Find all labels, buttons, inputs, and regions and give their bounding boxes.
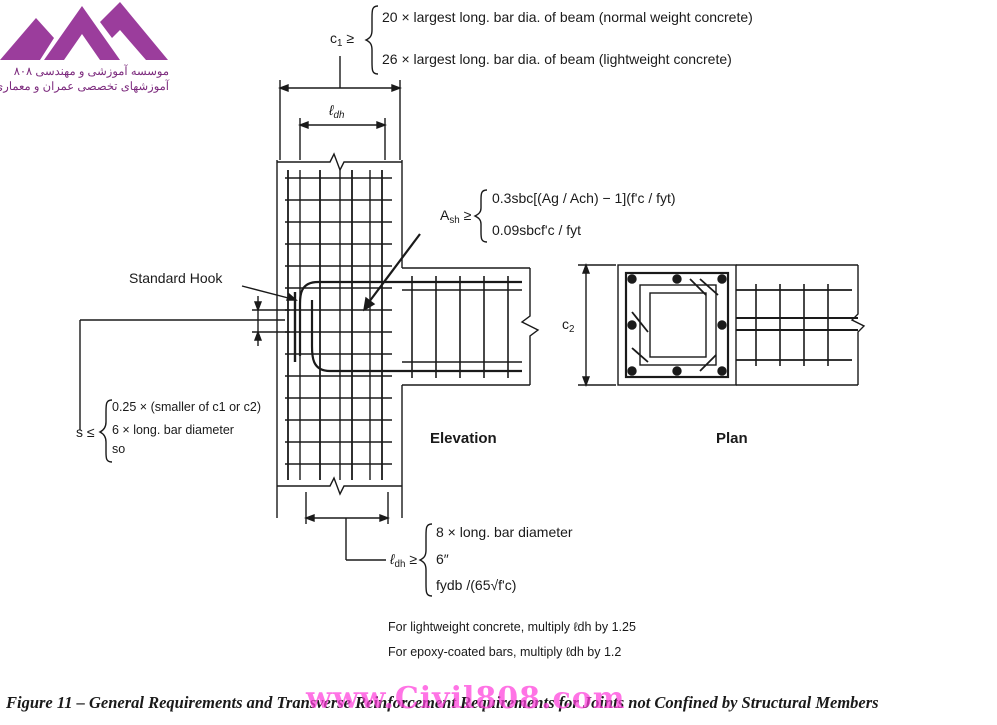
- ldh-requirement-line3: fydb /(65√f'c): [436, 577, 517, 593]
- s-requirement-line1: 0.25 × (smaller of c1 or c2): [112, 400, 262, 414]
- standard-hook-leader: [241, 285, 298, 301]
- ldh-bottom-symbol-sub: dh: [394, 558, 406, 570]
- c1-dimension: [278, 5, 402, 160]
- s-requirement-line3: so: [112, 442, 126, 456]
- ash-requirement-line2: 0.09sbcf'c / fyt: [492, 222, 582, 238]
- ldh-top-dimension: [298, 118, 387, 160]
- ldh-requirement-line1: 8 × long. bar diameter: [436, 524, 573, 540]
- c1-symbol-sub: 1: [337, 37, 343, 49]
- ldh-requirement-line2: 6″: [436, 551, 449, 567]
- c2-symbol-sub: 2: [569, 323, 575, 335]
- column: [276, 152, 403, 518]
- note-lightweight: For lightweight concrete, multiply ℓdh b…: [388, 620, 636, 634]
- joint-drawing: [79, 5, 866, 597]
- s-requirement-line2: 6 × long. bar diameter: [112, 423, 234, 437]
- ldh-bottom-dimension: [304, 492, 433, 597]
- figure-caption-text: Figure 11 – General Requirements and Tra…: [6, 693, 879, 712]
- s-symbol: s ≤: [76, 424, 95, 440]
- c1-requirement-line1: 20 × largest long. bar dia. of beam (nor…: [382, 9, 753, 25]
- ldh-bottom-operator: ≥: [409, 551, 418, 567]
- ash-symbol: Ash ≥: [440, 207, 471, 226]
- beam-elevation: [293, 267, 540, 386]
- ash-symbol-sub: sh: [449, 214, 460, 226]
- ldh-bottom-symbol-letter: ℓ: [390, 551, 395, 567]
- c2-label: c2: [562, 316, 574, 335]
- c1-symbol-letter: c: [330, 30, 337, 46]
- ash-symbol-letter: A: [440, 207, 450, 223]
- ldh-top-label: ℓdh: [329, 102, 344, 121]
- c1-requirement-line2: 26 × largest long. bar dia. of beam (lig…: [382, 51, 732, 67]
- plan-view: [617, 264, 866, 386]
- ldh-top-symbol: ℓ: [329, 102, 334, 118]
- standard-hook-label: Standard Hook: [129, 270, 223, 286]
- ldh-top-sub: dh: [333, 109, 345, 121]
- s-symbol-letter: s: [76, 424, 83, 440]
- plan-label: Plan: [716, 430, 748, 447]
- ash-operator: ≥: [463, 207, 472, 223]
- c1-operator: ≥: [346, 30, 355, 46]
- elevation-label: Elevation: [430, 430, 497, 447]
- c1-symbol: c1 ≥: [330, 30, 354, 49]
- logo-mark: [0, 2, 168, 60]
- ash-leader: [363, 189, 488, 312]
- s-operator: ≤: [86, 424, 95, 440]
- note-epoxy: For epoxy-coated bars, multiply ℓdh by 1…: [388, 645, 622, 659]
- figure-caption: Figure 11 – General Requirements and Tra…: [6, 681, 991, 717]
- c2-dimension: [578, 263, 616, 387]
- logo-text-line1: موسسه آموزشی و مهندسی ۸۰۸: [13, 66, 169, 78]
- ash-requirement-line1: 0.3sbc[(Ag / Ach) − 1](f'c / fyt): [492, 190, 676, 206]
- s-spacing-dimension: [79, 296, 290, 463]
- logo-text-line2: آموزشهای تخصصی عمران و معماری: [0, 81, 169, 93]
- ldh-bottom-symbol: ℓdh ≥: [390, 551, 417, 570]
- logo: موسسه آموزشی و مهندسی ۸۰۸ آموزشهای تخصصی…: [0, 0, 175, 95]
- watermark: www.Civil808.com: [306, 681, 626, 716]
- c2-symbol: c: [562, 316, 569, 332]
